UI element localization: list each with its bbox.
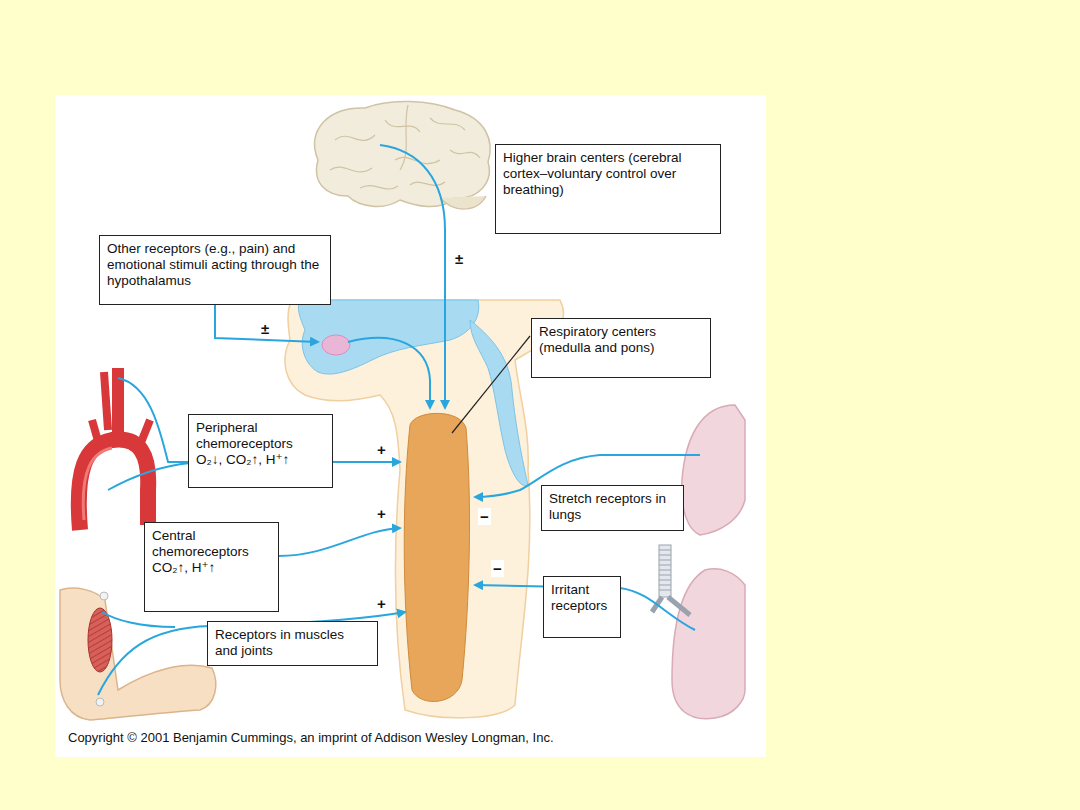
muscle-pathway	[98, 612, 405, 695]
label-box: Central chemoreceptorsCO₂↑, H⁺↑	[144, 522, 279, 612]
aortic-pathway	[108, 463, 190, 490]
effect-sign: +	[375, 595, 388, 612]
trachea-rings	[659, 550, 671, 590]
effect-sign: +	[375, 441, 388, 458]
box-text: Peripheral chemoreceptors	[196, 420, 325, 452]
effect-sign: ±	[453, 250, 465, 267]
lungs-trachea	[652, 405, 745, 719]
pain-pathway	[215, 304, 318, 342]
box-text: Irritant receptors	[551, 582, 613, 614]
effect-sign: +	[375, 505, 388, 522]
label-box: Irritant receptors	[543, 576, 621, 638]
effect-sign: −	[478, 508, 491, 525]
box-subtext: O₂↓, CO₂↑, H⁺↑	[196, 452, 325, 468]
label-box: Peripheral chemoreceptorsO₂↓, CO₂↑, H⁺↑	[188, 414, 333, 488]
central-pathway	[278, 528, 400, 556]
box-text: Other receptors (e.g., pain) and emotion…	[107, 241, 323, 290]
medulla-pons	[404, 413, 469, 701]
label-box: Receptors in muscles and joints	[207, 621, 378, 666]
box-text: Higher brain centers (cerebral cortex–vo…	[503, 150, 713, 199]
label-box: Respiratory centers (medulla and pons)	[531, 318, 711, 378]
box-text: Respiratory centers (medulla and pons)	[539, 324, 703, 356]
box-text: Central chemoreceptors	[152, 528, 271, 560]
label-box: Stretch receptors in lungs	[541, 485, 684, 531]
label-box: Higher brain centers (cerebral cortex–vo…	[495, 144, 721, 234]
box-subtext: CO₂↑, H⁺↑	[152, 560, 271, 576]
leader-line	[452, 336, 530, 433]
brain	[315, 101, 491, 209]
box-text: Receptors in muscles and joints	[215, 627, 370, 659]
box-text: Stretch receptors in lungs	[549, 491, 676, 523]
effect-sign: −	[491, 560, 504, 577]
hypothalamus-pathway	[348, 338, 430, 408]
copyright-note: Copyright © 2001 Benjamin Cummings, an i…	[68, 730, 554, 745]
cortex-pathway	[380, 145, 445, 408]
muscle-branch	[102, 612, 175, 627]
effect-sign: ±	[259, 320, 271, 337]
label-box: Other receptors (e.g., pain) and emotion…	[99, 235, 331, 305]
